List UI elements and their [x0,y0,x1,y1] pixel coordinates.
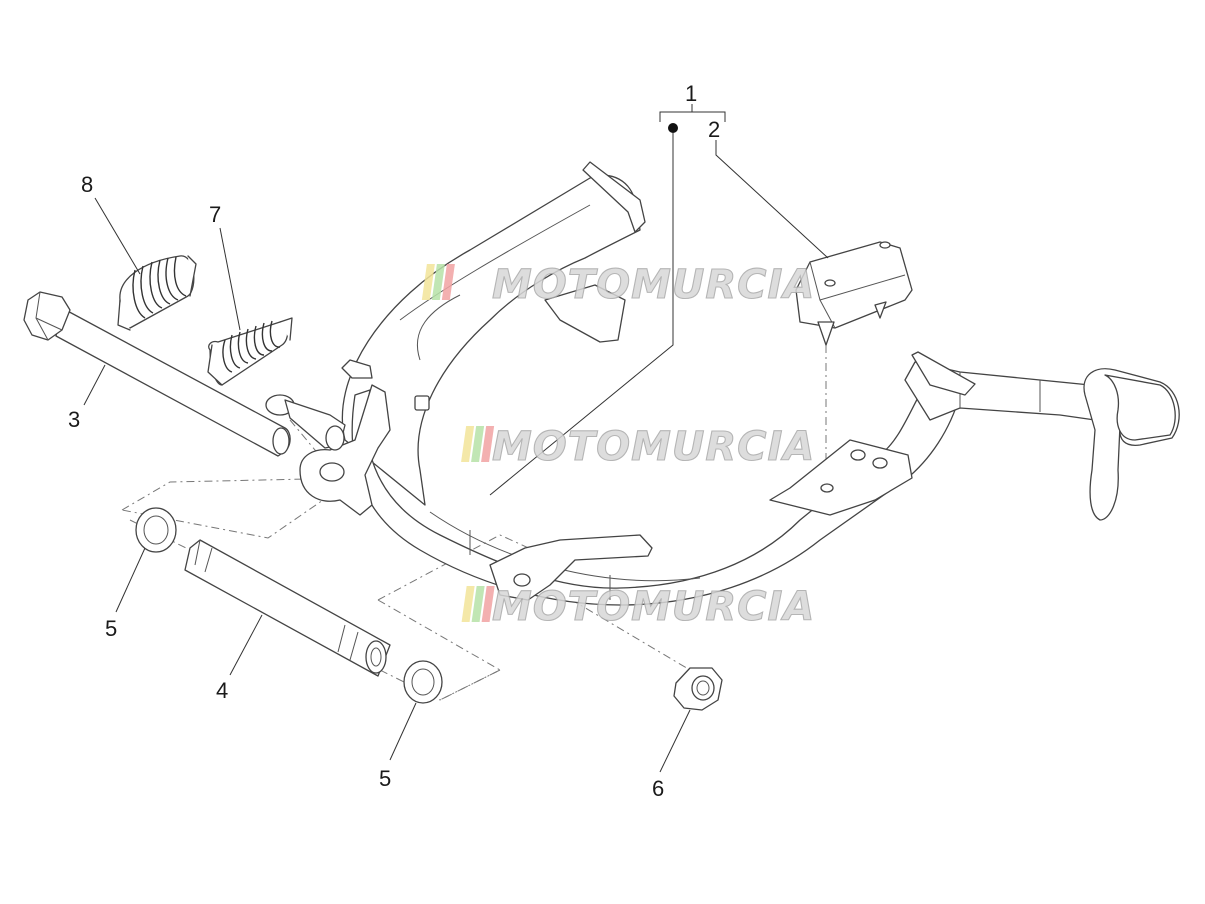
callout-numbers: 1 2 3 4 5 5 6 7 8 [68,81,720,801]
lock-nut [673,667,723,711]
stop-pin [265,394,346,451]
pivot-bolt [23,291,291,457]
watermark-bottom: MOTOMURCIA [461,583,815,631]
callout-1: 1 [685,81,697,106]
watermark-text: MOTOMURCIA [492,584,815,630]
callout-2: 2 [708,117,720,142]
watermark-top: MOTOMURCIA [421,261,815,309]
watermark-logo-stripes [421,264,455,300]
spacer-tube [184,539,391,677]
washer-left [135,507,177,553]
callout-3: 3 [68,407,80,432]
watermark-text: MOTOMURCIA [492,424,815,470]
callout-5-right: 5 [379,766,391,791]
callout-6: 6 [652,776,664,801]
center-stand-frame [299,161,1180,606]
spring-small [207,317,293,386]
callout-4: 4 [216,678,228,703]
callout-7: 7 [209,202,221,227]
washer-right [403,660,443,704]
watermark-logo-stripes [461,586,495,622]
spring-large [117,255,197,331]
rubber-buffer-pad [795,241,913,346]
watermark-middle: MOTOMURCIA [461,423,815,471]
watermark-text: MOTOMURCIA [492,262,815,308]
watermark-logo-stripes [461,426,495,462]
callout-leaders [83,104,829,773]
callout-8: 8 [81,172,93,197]
callout-5-left: 5 [105,616,117,641]
bullet-dot [668,123,678,133]
